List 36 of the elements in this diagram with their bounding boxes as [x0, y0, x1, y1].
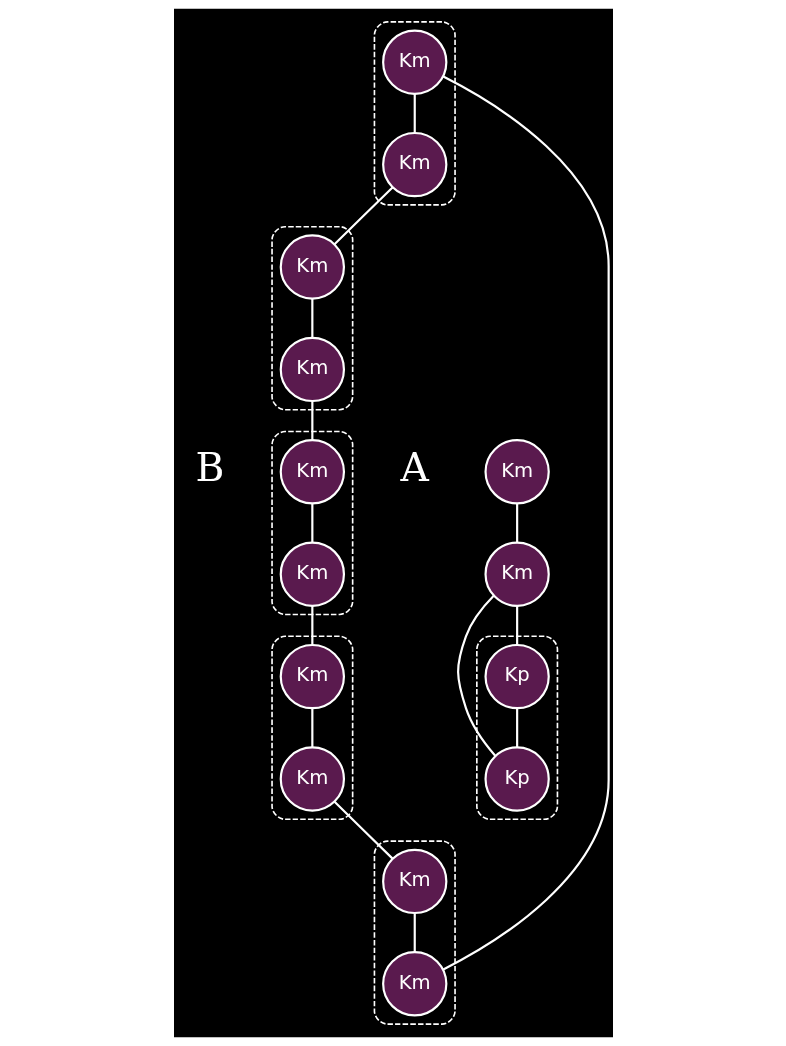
node-circle: Km [381, 848, 447, 915]
connector [310, 401, 313, 440]
node-circle: Kp [483, 643, 550, 710]
connector [333, 801, 393, 860]
connector [515, 605, 518, 645]
connector [333, 186, 393, 245]
connector [413, 93, 416, 133]
node-circle: Km [483, 541, 550, 607]
node-circle: Km [279, 439, 345, 505]
node-circle: Km [279, 336, 345, 403]
label: A [400, 445, 429, 491]
connector [456, 594, 496, 757]
node-circle: Km [381, 131, 447, 198]
node-circle: Km [279, 643, 345, 710]
node-circle: Km [381, 951, 447, 1017]
connector [310, 503, 313, 543]
cluster [475, 635, 558, 821]
cluster [270, 635, 353, 821]
node-circle: Km [279, 234, 345, 300]
node-circle: Kp [483, 746, 550, 812]
cluster [270, 430, 353, 616]
cluster [373, 840, 456, 1025]
cluster [373, 21, 456, 206]
connector [515, 708, 518, 748]
connector [413, 913, 416, 952]
cluster [270, 225, 353, 411]
connector [310, 605, 313, 645]
connector [442, 75, 610, 971]
node-circle: Km [279, 746, 345, 812]
connector [515, 503, 518, 543]
node-circle: Km [381, 29, 447, 95]
node-circle: Km [483, 439, 550, 505]
label: B [195, 445, 224, 491]
connector [310, 708, 313, 748]
node-circle: Km [279, 541, 345, 607]
connector [310, 298, 313, 338]
